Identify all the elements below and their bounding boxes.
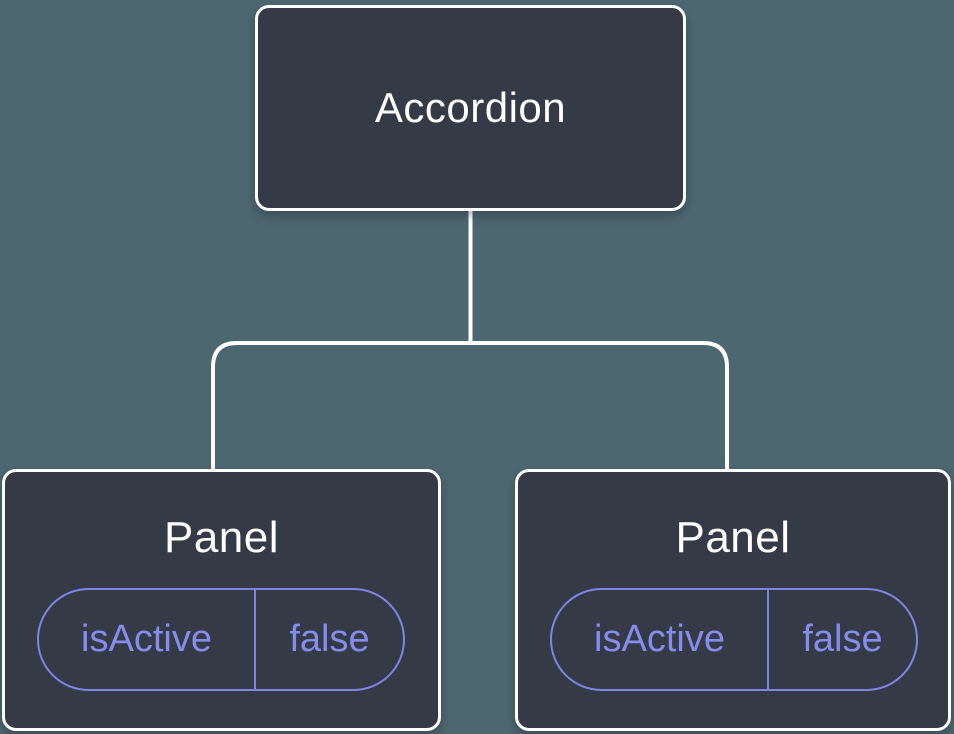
accordion-node: Accordion [255, 5, 686, 211]
state-value-label: false [767, 590, 916, 689]
state-pill: isActive false [37, 588, 405, 691]
accordion-node-label: Accordion [374, 84, 567, 131]
panel-node-label: Panel [675, 513, 791, 562]
panel-node-label: Panel [163, 513, 280, 562]
panel-node-left: Panel isActive false [2, 469, 441, 731]
branch-bracket-line [211, 341, 729, 472]
state-key-label: isActive [594, 618, 725, 660]
state-key-label: isActive [81, 618, 212, 660]
state-pill: isActive false [550, 588, 918, 691]
state-value-label: false [254, 590, 403, 689]
panel-node-right: Panel isActive false [515, 469, 951, 731]
